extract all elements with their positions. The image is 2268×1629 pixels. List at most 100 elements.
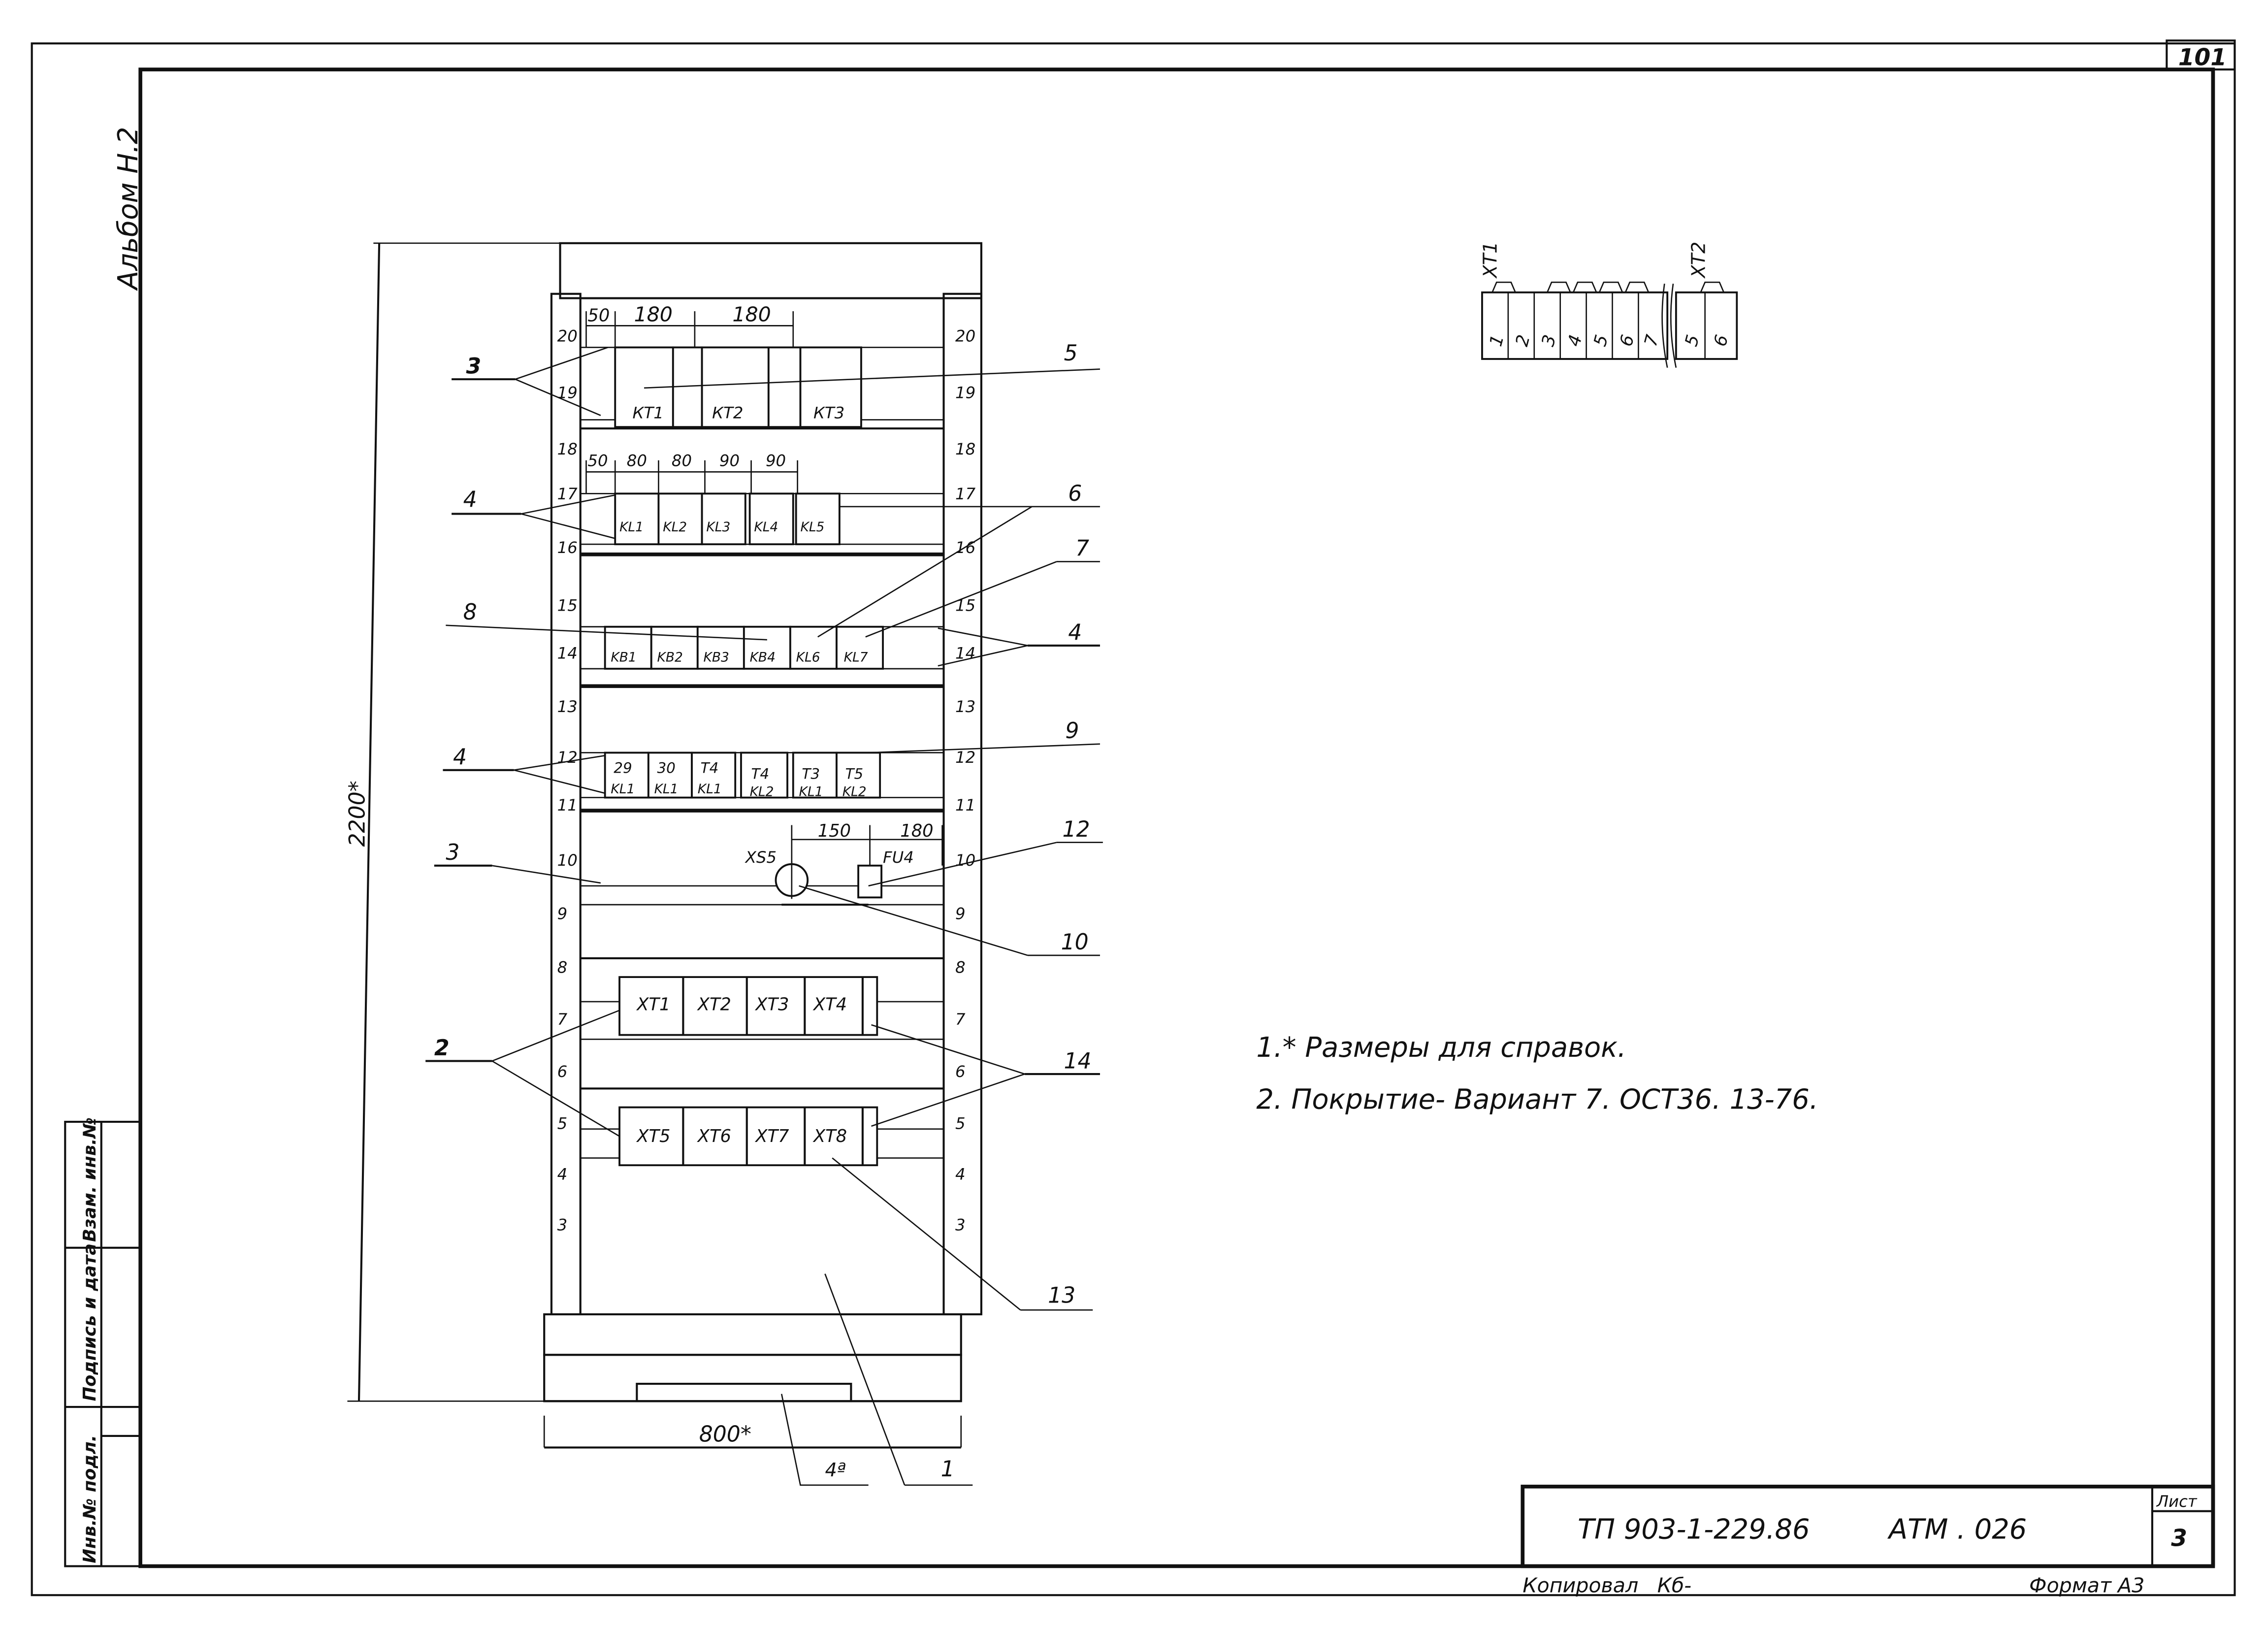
stamp-signature-date: Подпись и дата bbox=[80, 1243, 100, 1401]
note-1: 1.* Размеры для справок. bbox=[1256, 1032, 1626, 1064]
relay-label: KL6 bbox=[796, 650, 820, 665]
terminal-blocks-top: 50 180 180 КТ1 КТ2 КТ3 bbox=[585, 303, 862, 428]
callout-3: 3 bbox=[446, 840, 459, 865]
socket-fuse-panel: 150 180 XS5 FU4 bbox=[745, 821, 943, 906]
rail-number: 11 bbox=[955, 796, 975, 814]
rail-numbers: 20 19 18 17 16 15 14 13 12 11 10 9 8 7 6… bbox=[557, 327, 976, 1235]
rail-number: 14 bbox=[557, 644, 578, 662]
terminal-detail-left-label: XT1 bbox=[1480, 242, 1501, 279]
rail-number: 6 bbox=[557, 1062, 568, 1081]
side-stamp: Инв.№ подл. Подпись и дата Взам. инв.№ bbox=[64, 1117, 142, 1567]
rail-number: 13 bbox=[557, 697, 578, 716]
relay-label: KL4 bbox=[754, 520, 778, 535]
xt-row-2: XT5 XT6 XT7 XT8 bbox=[618, 1106, 878, 1167]
copied-by: Копировал bbox=[1523, 1573, 1638, 1597]
relay-top-number: 30 bbox=[657, 760, 675, 777]
fuse-label: FU4 bbox=[883, 848, 914, 867]
relay-label: KL5 bbox=[800, 520, 824, 535]
relay-label: KL2 bbox=[750, 784, 774, 800]
socket-label: XS5 bbox=[745, 848, 777, 867]
notes: 1.* Размеры для справок. 2. Покрытие- Ва… bbox=[1256, 1032, 1818, 1116]
callout-13: 13 bbox=[1048, 1283, 1075, 1308]
xt-label: XT1 bbox=[636, 995, 670, 1015]
relay-row-1: 50 80 80 90 90 KL1 KL2 KL3 KL4 KL5 bbox=[585, 451, 841, 546]
rail-number: 15 bbox=[955, 596, 975, 615]
xt-label: XT8 bbox=[812, 1126, 847, 1146]
rail-number: 10 bbox=[955, 851, 975, 870]
sheet-number: 101 bbox=[2178, 44, 2227, 71]
sheet-label: Лист bbox=[2156, 1492, 2198, 1511]
format-label: Формат А3 bbox=[2029, 1573, 2144, 1597]
dimension-800: 800* 4ª bbox=[544, 1394, 961, 1486]
terminal-block-label: КТ1 bbox=[633, 403, 664, 422]
callout-6: 6 bbox=[1068, 481, 1082, 506]
relay-row-2: KB1 KB2 KB3 KB4 KL6 KL7 bbox=[604, 625, 884, 670]
xt-label: XT3 bbox=[754, 995, 789, 1015]
relay-label: KL1 bbox=[799, 784, 823, 800]
relay-label: KB1 bbox=[611, 650, 636, 665]
rail-number: 9 bbox=[557, 905, 568, 923]
rail-number: 3 bbox=[955, 1215, 966, 1234]
rail-number: 18 bbox=[955, 440, 975, 458]
dimension-2200: 2200* bbox=[345, 242, 560, 1402]
rail-number: 16 bbox=[557, 538, 578, 557]
dim-90: 90 bbox=[766, 451, 786, 470]
relay-top-number: 29 bbox=[614, 760, 632, 777]
dim-80: 80 bbox=[627, 451, 647, 470]
relay-top-number: T3 bbox=[802, 765, 820, 782]
terminal-block-label: КТ3 bbox=[813, 403, 844, 422]
callout-1: 1 bbox=[941, 1457, 955, 1482]
rail-number: 12 bbox=[557, 748, 578, 767]
dim-150: 150 bbox=[818, 821, 851, 841]
xt-label: XT5 bbox=[636, 1126, 670, 1146]
copied-sign: Кб- bbox=[1657, 1573, 1691, 1597]
xt-label: XT4 bbox=[812, 995, 847, 1015]
rail-number: 15 bbox=[557, 596, 578, 615]
rail-number: 5 bbox=[557, 1114, 568, 1133]
relay-label: KL1 bbox=[654, 782, 679, 797]
xt-row-1: XT1 XT2 XT3 XT4 bbox=[618, 976, 878, 1036]
rail-number: 4 bbox=[955, 1165, 966, 1184]
stamp-inv-no: Инв.№ подл. bbox=[80, 1435, 100, 1564]
callout-10: 10 bbox=[1061, 930, 1089, 955]
callout-14: 14 bbox=[1064, 1048, 1091, 1074]
callouts: 3 5 4 6 8 7 4 4 9 3 bbox=[425, 341, 1103, 1486]
dim-50: 50 bbox=[587, 451, 608, 470]
rail-number: 19 bbox=[955, 383, 975, 402]
rail-number: 17 bbox=[557, 485, 578, 503]
callout-4: 4 bbox=[453, 745, 467, 770]
relay-label: KB2 bbox=[657, 650, 682, 665]
rail-number: 11 bbox=[557, 796, 578, 814]
rail-number: 9 bbox=[955, 905, 966, 923]
rail-number: 7 bbox=[955, 1010, 966, 1029]
rail-number: 20 bbox=[955, 327, 975, 346]
rail-number: 18 bbox=[557, 440, 578, 458]
document-code: АТМ . 026 bbox=[1887, 1514, 2027, 1546]
sheet-value: 3 bbox=[2171, 1525, 2187, 1552]
dim-180: 180 bbox=[900, 821, 933, 841]
sheet-frame: 10 1 bbox=[31, 39, 2236, 1596]
dim-90: 90 bbox=[719, 451, 740, 470]
rail-number: 3 bbox=[557, 1215, 568, 1234]
stamp-replace-inv: Взам. инв.№ bbox=[80, 1117, 100, 1242]
dim-180-a: 180 bbox=[634, 303, 673, 326]
relay-top-number: T4 bbox=[751, 765, 770, 782]
rail-number: 10 bbox=[557, 851, 578, 870]
designation: ТП 903-1-229.86 bbox=[1578, 1514, 1810, 1546]
callout-9: 9 bbox=[1065, 718, 1079, 744]
title-block: ТП 903-1-229.86 АТМ . 026 Лист 3 Копиров… bbox=[1521, 1484, 2215, 1597]
note-2: 2. Покрытие- Вариант 7. ОСТ36. 13-76. bbox=[1256, 1084, 1818, 1116]
dim-50: 50 bbox=[587, 306, 610, 326]
relay-label: KL1 bbox=[611, 782, 635, 797]
relay-label: KL3 bbox=[706, 520, 730, 535]
terminal-detail: XT1 XT2 1 2 3 4 5 6 7 5 6 bbox=[1480, 242, 1738, 368]
relay-label: KL2 bbox=[663, 520, 687, 535]
base-tag: 4ª bbox=[825, 1460, 845, 1481]
callout-8: 8 bbox=[463, 600, 477, 625]
xt-label: XT2 bbox=[697, 995, 731, 1015]
callout-5: 5 bbox=[1064, 341, 1077, 366]
rail-number: 13 bbox=[955, 697, 975, 716]
terminal-block-label: КТ2 bbox=[712, 403, 743, 422]
callout-4: 4 bbox=[463, 487, 477, 512]
